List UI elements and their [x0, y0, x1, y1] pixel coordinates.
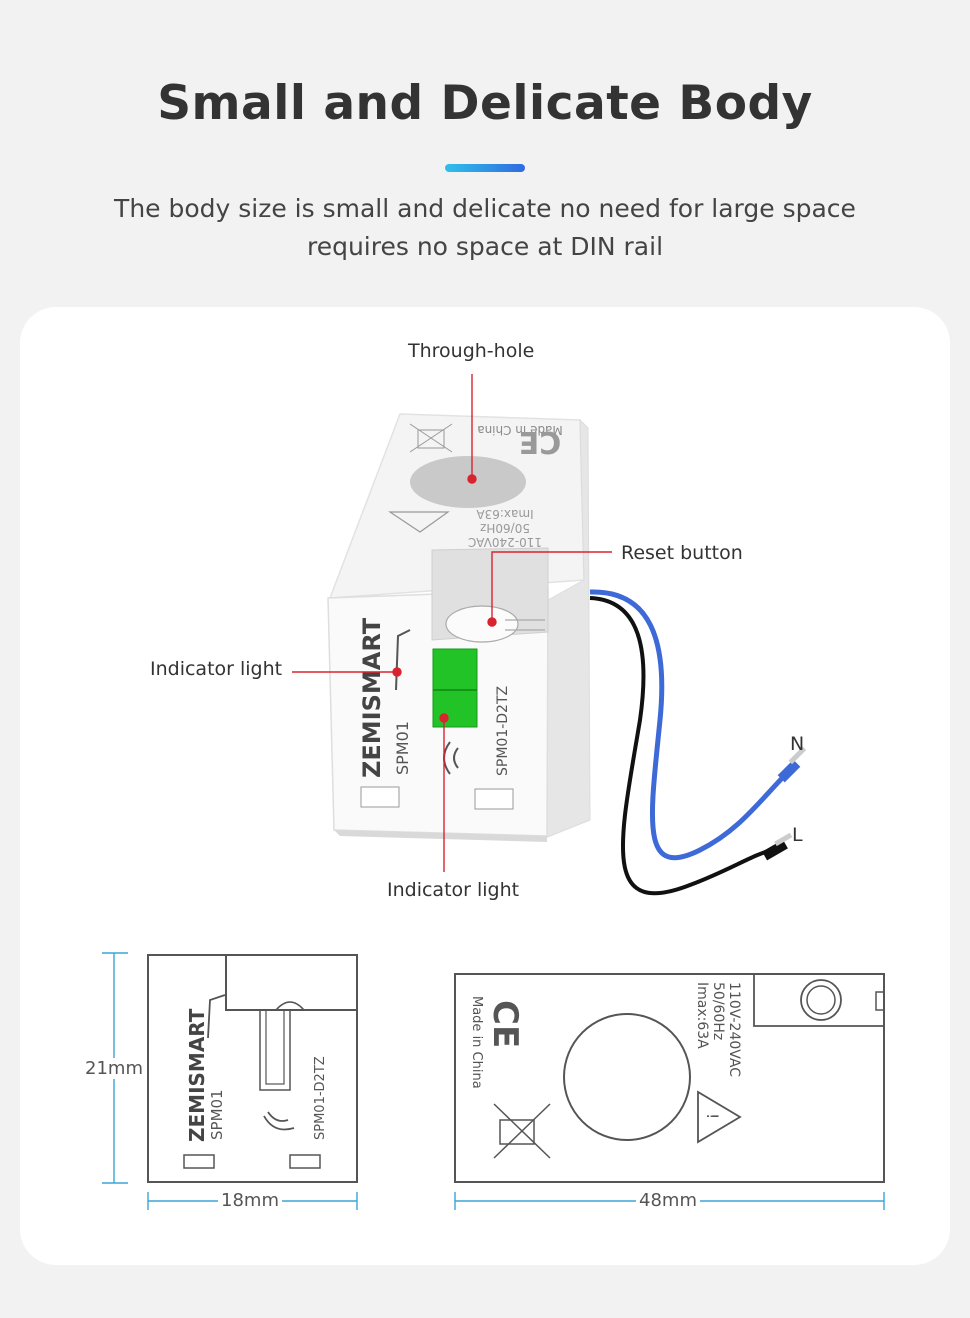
- top-frequency: 50/60Hz: [480, 521, 530, 535]
- reset-button-icon: [445, 605, 519, 643]
- page-title: Small and Delicate Body: [157, 76, 813, 131]
- front-slot-left: [360, 786, 400, 808]
- wire-n: [589, 589, 792, 861]
- dimension-width-48mm: 48mm: [636, 1190, 700, 1211]
- drawing-model-text: SPM01: [208, 1089, 226, 1140]
- callout-through-hole: Through-hole: [408, 340, 535, 362]
- recycle-bin-icon: [417, 429, 445, 449]
- subtitle-line-2: requires no space at DIN rail: [306, 232, 664, 261]
- title-accent-bar: [445, 164, 525, 172]
- drawing-brand-text: ZEMISMART: [185, 1008, 209, 1142]
- dimension-width-18mm: 18mm: [218, 1190, 282, 1211]
- front-slot-right: [474, 788, 514, 810]
- wire-l: [589, 596, 773, 896]
- front-model-full-text: SPM01-D2TZ: [495, 686, 511, 776]
- front-dimension-drawing: ZEMISMART SPM01 SPM01-D2TZ: [147, 954, 358, 1183]
- drawing-model-full-text: SPM01-D2TZ: [313, 1056, 328, 1140]
- subtitle-line-1: The body size is small and delicate no n…: [114, 194, 856, 223]
- drawing-signal-icon: [263, 1111, 295, 1131]
- top-made-in-china: Made in China: [477, 423, 563, 437]
- drawing-ce-mark-icon: CE: [485, 1000, 525, 1048]
- callout-reset-button: Reset button: [621, 542, 743, 564]
- drawing-made-in-china: Made in China: [469, 996, 484, 1089]
- drawing-frequency: 50/60Hz: [710, 982, 726, 1040]
- warning-triangle-icon: [388, 511, 450, 533]
- callout-indicator-light-left: Indicator light: [150, 658, 283, 680]
- top-current: Imax:63A: [476, 507, 534, 521]
- drawing-warning-icon: [697, 1090, 742, 1144]
- svg-text:!: !: [703, 1113, 722, 1119]
- drawing-voltage: 110V-240VAC: [726, 982, 742, 1077]
- top-dimension-drawing: ! CE Made in China 110V-240VAC 50/60Hz I…: [454, 973, 885, 1183]
- drawing-current: Imax:63A: [694, 982, 710, 1049]
- page-subtitle: The body size is small and delicate no n…: [0, 190, 970, 266]
- dimension-height-21mm: 21mm: [82, 1058, 146, 1079]
- ce-mark-icon: CE: [519, 424, 562, 459]
- front-brand-text: ZEMISMART: [358, 617, 386, 778]
- callout-indicator-light-bottom: Indicator light: [387, 879, 520, 901]
- front-model-text: SPM01: [393, 721, 412, 775]
- through-hole-icon: [410, 456, 526, 508]
- indicator-light-green: [432, 648, 478, 728]
- drawing-recycle-bin-icon: [499, 1119, 535, 1145]
- top-voltage: 110-240VAC: [468, 535, 542, 549]
- wire-label-n: N: [790, 733, 805, 755]
- wire-label-l: L: [792, 824, 803, 846]
